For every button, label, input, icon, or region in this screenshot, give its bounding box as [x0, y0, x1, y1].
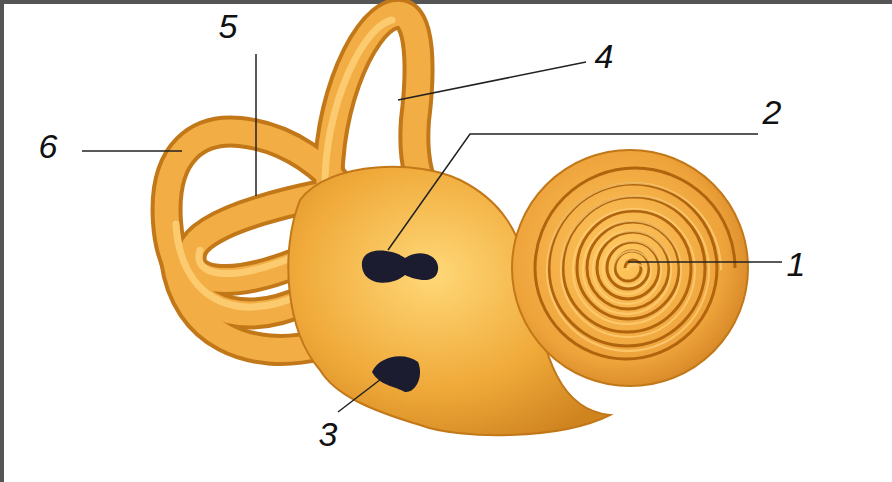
callout-number: 4	[595, 39, 614, 73]
frame-edge	[0, 0, 892, 4]
leader-line	[338, 376, 385, 412]
round-window	[372, 356, 420, 392]
callout-number: 5	[219, 9, 238, 43]
callout-number: 1	[787, 247, 806, 281]
callout-number: 6	[39, 129, 58, 163]
leader-line	[398, 62, 586, 100]
cochlea-spiral	[535, 168, 735, 359]
leader-line	[255, 54, 257, 196]
callout-number: 2	[763, 95, 782, 129]
callout-number: 3	[319, 417, 338, 451]
leader-lines	[82, 54, 782, 412]
cochlea	[512, 150, 748, 386]
leader-line	[82, 150, 182, 152]
leader-line	[388, 134, 758, 250]
cochlea-highlight	[547, 183, 721, 351]
oval-window	[362, 251, 438, 283]
leader-line	[628, 261, 782, 263]
frame-edge	[0, 0, 4, 482]
